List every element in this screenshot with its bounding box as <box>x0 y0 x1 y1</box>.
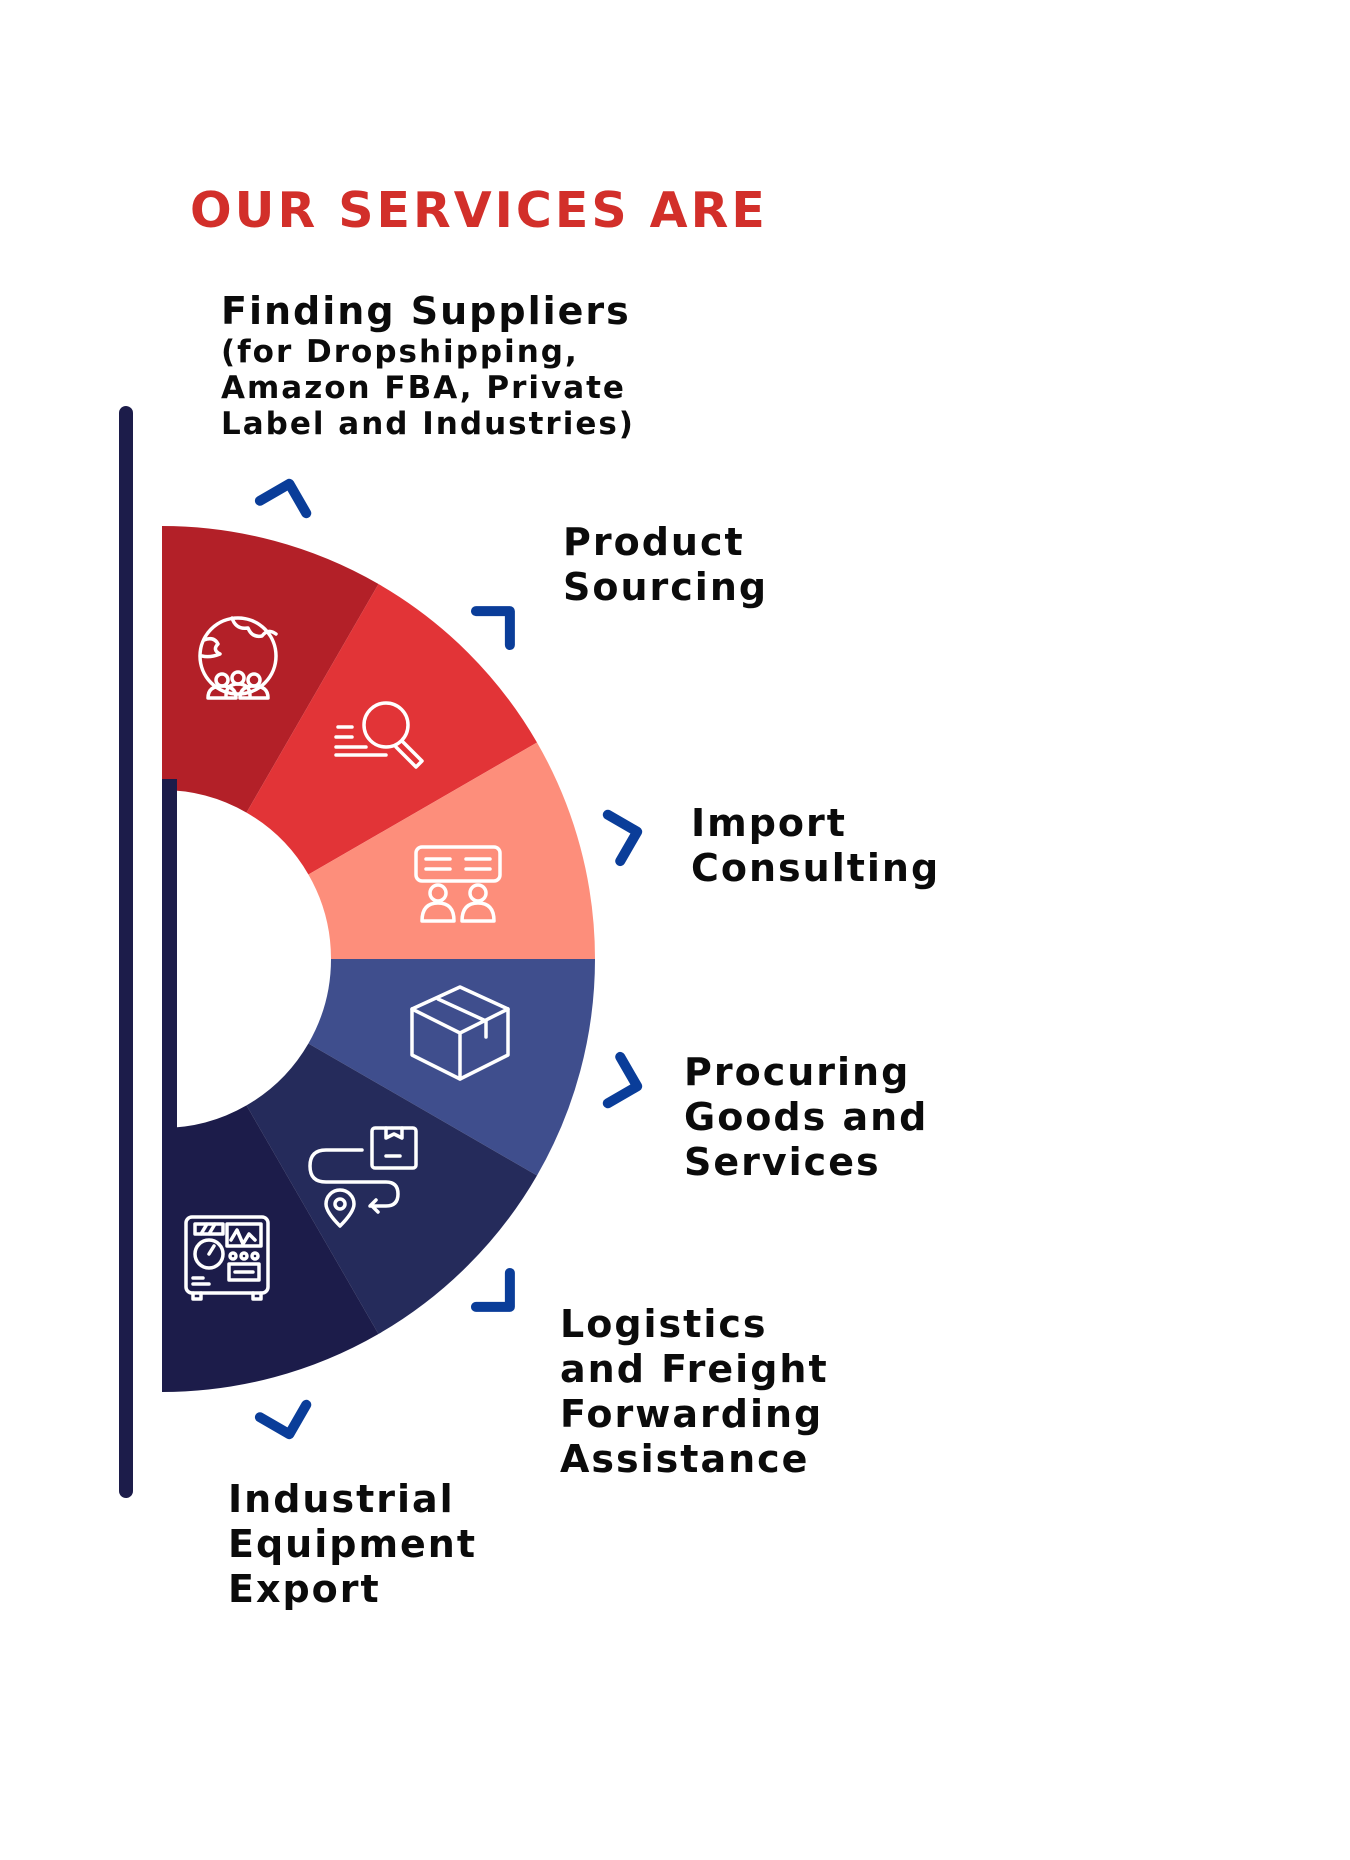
box-package-icon <box>410 985 510 1081</box>
service-line: Amazon FBA, Private <box>221 370 626 406</box>
delivery-route-icon <box>308 1126 418 1228</box>
service-line: Services <box>684 1140 881 1184</box>
service-line: Procuring <box>684 1050 911 1094</box>
chevron-icon <box>254 1399 312 1440</box>
chevron-icon <box>602 809 643 867</box>
chevron-icon <box>254 478 312 519</box>
service-line: Import <box>691 801 847 845</box>
search-magnifier-icon <box>334 701 424 769</box>
service-line: Industrial <box>228 1477 455 1521</box>
service-industrial-equipment: Industrial Equipment Export <box>228 1477 477 1612</box>
service-logistics: Logistics and Freight Forwarding Assista… <box>560 1302 829 1482</box>
service-line: Sourcing <box>563 565 769 609</box>
globe-people-icon <box>198 616 278 700</box>
service-finding-suppliers: Finding Suppliers (for Dropshipping, Ama… <box>221 289 635 442</box>
consulting-chat-icon <box>414 845 502 923</box>
inner-strip <box>162 779 177 1139</box>
service-line: Forwarding <box>560 1392 824 1436</box>
wheel-segment <box>308 742 596 959</box>
service-line: and Freight <box>560 1347 829 1391</box>
service-line: Export <box>228 1567 381 1611</box>
wheel-segment <box>162 1105 379 1392</box>
wheel-segment <box>162 525 379 813</box>
chevron-icon <box>602 1051 643 1109</box>
wheel-segment <box>308 959 595 1176</box>
wheel-segment <box>246 1043 537 1334</box>
industrial-machine-icon <box>184 1215 270 1301</box>
service-product-sourcing: Product Sourcing <box>563 520 768 610</box>
service-line: Consulting <box>691 846 941 890</box>
service-line: Product <box>563 520 745 564</box>
service-line: Logistics <box>560 1302 768 1346</box>
service-line: Assistance <box>560 1437 810 1481</box>
wheel-segment <box>246 584 537 875</box>
service-import-consulting: Import Consulting <box>691 801 940 891</box>
service-procuring-goods: Procuring Goods and Services <box>684 1050 928 1185</box>
service-line: (for Dropshipping, <box>221 334 579 370</box>
service-heading: Finding Suppliers <box>221 289 631 333</box>
chevron-icon <box>470 606 515 651</box>
chevron-icon <box>470 1267 515 1312</box>
service-line: Goods and <box>684 1095 929 1139</box>
service-line: Label and Industries) <box>221 406 635 442</box>
vertical-bar <box>119 406 133 1498</box>
page-title: OUR SERVICES ARE <box>190 182 768 239</box>
service-line: Equipment <box>228 1522 478 1566</box>
